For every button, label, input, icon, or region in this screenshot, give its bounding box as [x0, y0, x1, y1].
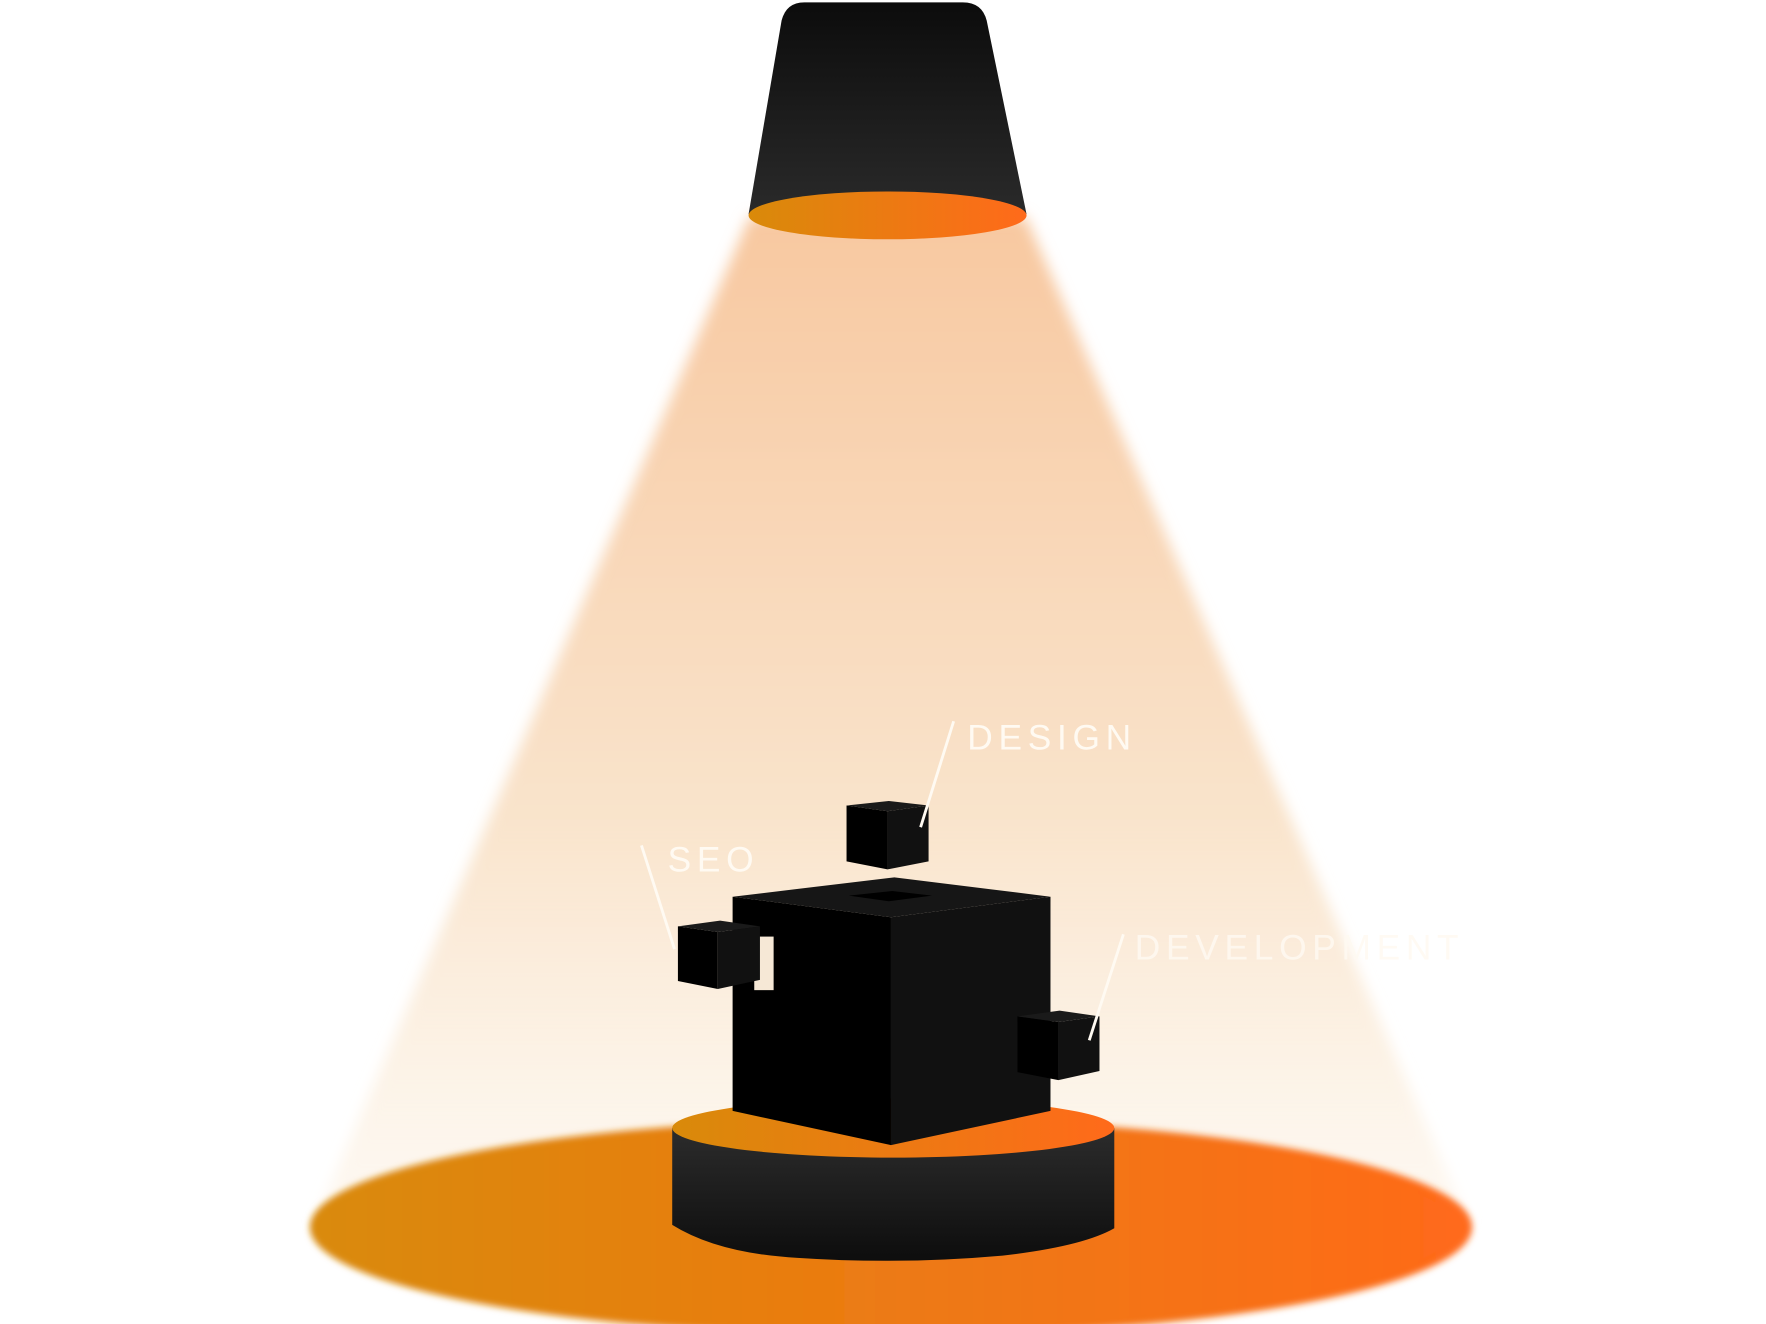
- seo-leader-line: [640, 845, 676, 950]
- development-leader-line: [1087, 933, 1125, 1041]
- main-cube: [732, 877, 1051, 1146]
- development-label: DEVELOPMENT: [1135, 928, 1465, 967]
- lamp-shade: [748, 2, 1027, 215]
- design-label: DESIGN: [967, 719, 1137, 758]
- seo-cube: [677, 920, 760, 989]
- design-cube: [846, 801, 929, 870]
- lamp-bulb-opening: [748, 191, 1027, 240]
- seo-label: SEO: [668, 841, 760, 880]
- development-cube: [1017, 1010, 1100, 1081]
- design-leader-line: [919, 720, 955, 828]
- pedestal: [672, 1127, 1115, 1261]
- light-beam: [313, 216, 1470, 1225]
